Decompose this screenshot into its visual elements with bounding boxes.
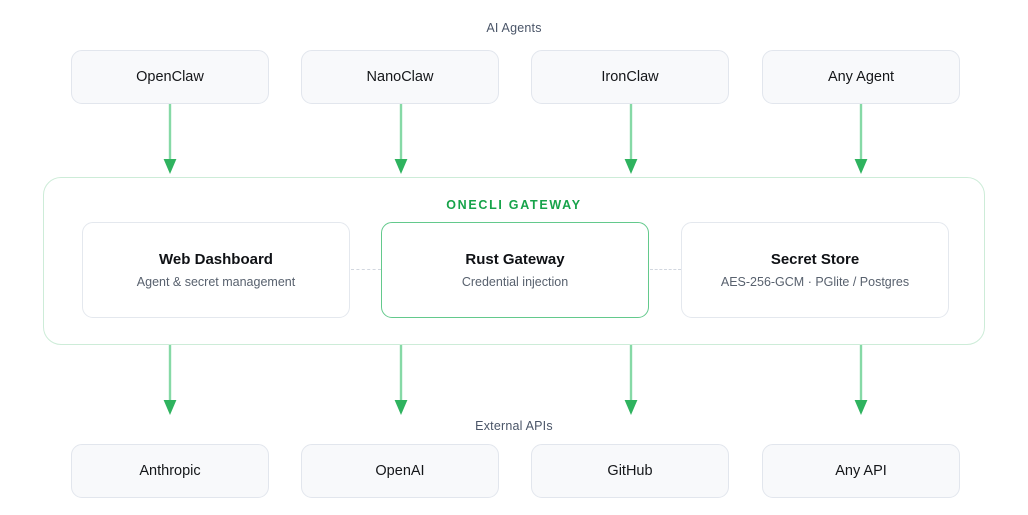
agent-node-nanoclaw[interactable]: NanoClaw	[301, 50, 499, 104]
component-subtitle: AES-256-GCM · PGlite / Postgres	[720, 275, 910, 289]
agent-node-any-agent[interactable]: Any Agent	[762, 50, 960, 104]
agent-node-label: OpenClaw	[136, 69, 204, 85]
section-label-ai-agents: AI Agents	[486, 21, 542, 35]
api-node-label: Anthropic	[139, 463, 201, 479]
dashed-connector-left	[351, 269, 381, 270]
arrow-down-icon-api-3	[621, 345, 641, 417]
component-subtitle: Agent & secret management	[136, 275, 296, 289]
arrow-down-icon-agent-1	[160, 104, 180, 176]
arrow-down-icon-agent-4	[851, 104, 871, 176]
api-node-label: Any API	[835, 463, 887, 479]
arrow-down-icon-api-1	[160, 345, 180, 417]
api-node-any-api[interactable]: Any API	[762, 444, 960, 498]
component-title: Web Dashboard	[159, 251, 273, 268]
agent-node-label: NanoClaw	[366, 69, 434, 85]
api-node-label: GitHub	[607, 463, 653, 479]
gateway-component-web-dashboard[interactable]: Web Dashboard Agent & secret management	[82, 222, 350, 318]
arrow-down-icon-agent-3	[621, 104, 641, 176]
api-node-anthropic[interactable]: Anthropic	[71, 444, 269, 498]
dashed-connector-right	[650, 269, 681, 270]
agent-node-label: IronClaw	[601, 69, 659, 85]
component-subtitle: Credential injection	[461, 275, 569, 289]
component-title: Rust Gateway	[465, 251, 565, 268]
agent-node-label: Any Agent	[827, 69, 895, 85]
gateway-component-secret-store[interactable]: Secret Store AES-256-GCM · PGlite / Post…	[681, 222, 949, 318]
arrow-down-icon-api-4	[851, 345, 871, 417]
component-title: Secret Store	[770, 251, 860, 268]
arrow-down-icon-api-2	[391, 345, 411, 417]
gateway-title: ONECLI GATEWAY	[446, 198, 582, 212]
api-node-openai[interactable]: OpenAI	[301, 444, 499, 498]
api-node-github[interactable]: GitHub	[531, 444, 729, 498]
agent-node-openclaw[interactable]: OpenClaw	[71, 50, 269, 104]
agent-node-ironclaw[interactable]: IronClaw	[531, 50, 729, 104]
gateway-component-rust-gateway[interactable]: Rust Gateway Credential injection	[381, 222, 649, 318]
arrow-down-icon-agent-2	[391, 104, 411, 176]
section-label-external-apis: External APIs	[475, 419, 553, 433]
api-node-label: OpenAI	[375, 463, 425, 479]
